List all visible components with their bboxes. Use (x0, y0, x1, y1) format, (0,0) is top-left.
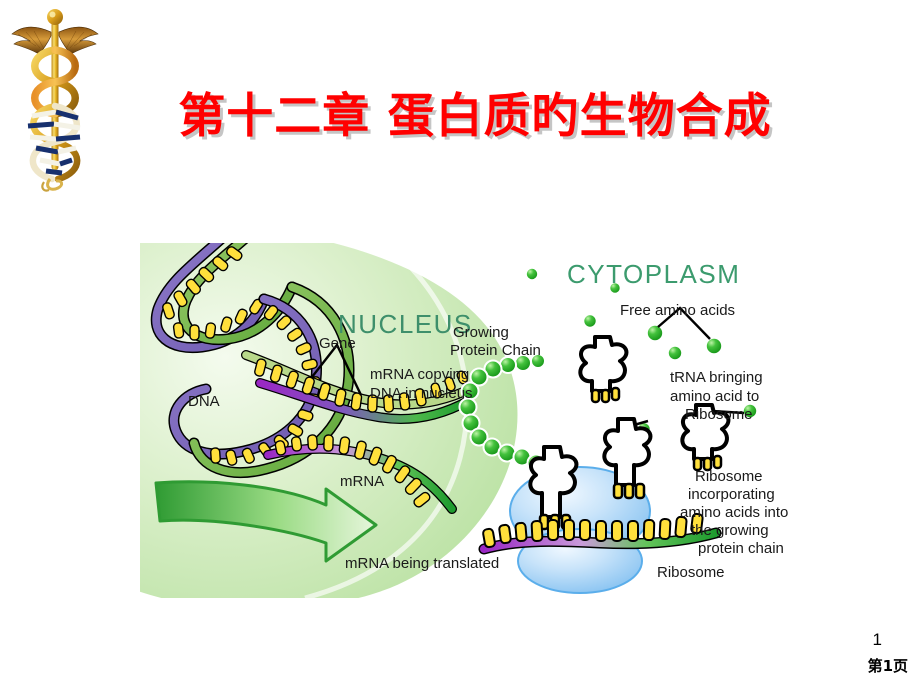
label-ribosome: Ribosome (657, 564, 725, 581)
label-gene: Gene (319, 335, 356, 352)
page-label: 第1页 (867, 657, 908, 675)
mrna-being-copied (241, 350, 475, 424)
protein-synthesis-diagram: NUCLEUS CYTOPLASM DNA Gene mRNA copying … (140, 243, 800, 598)
trna-docked-2 (602, 417, 653, 500)
label-trna-1: tRNA bringing (670, 369, 763, 386)
label-nucleus: NUCLEUS (338, 309, 473, 339)
label-ribosome-inc-2: incorporating (688, 486, 775, 503)
trna-floating-1 (578, 335, 629, 404)
label-mrna-copying-2: DNA in nucleus (370, 385, 473, 402)
caduceus-dna-logo (6, 6, 104, 196)
mrna-being-translated (478, 512, 722, 555)
slide-number: 1 (872, 630, 882, 649)
label-ribosome-inc-4: the growing (691, 522, 769, 539)
transport-arrow (154, 480, 378, 563)
label-growing-chain-1: Growing (453, 324, 509, 341)
label-mrna-translated: mRNA being translated (345, 555, 499, 572)
label-dna: DNA (188, 393, 220, 410)
label-free-amino-acids: Free amino acids (620, 302, 735, 319)
label-trna-2: amino acid to (670, 388, 759, 405)
label-ribosome-inc-3: amino acids into (680, 504, 788, 521)
label-ribosome-inc-5: protein chain (698, 540, 784, 557)
leader-lines (311, 306, 711, 396)
label-growing-chain-2: Protein Chain (450, 342, 541, 359)
label-mrna: mRNA (340, 473, 384, 490)
page-title: 第十二章 蛋白质旳生物合成 (178, 89, 772, 144)
label-ribosome-inc-1: Ribosome (695, 468, 763, 485)
trna-floating-2 (680, 403, 745, 472)
label-cytoplasm: CYTOPLASM (567, 259, 740, 289)
mrna-strand (263, 434, 457, 514)
label-trna-3: Ribosome (685, 406, 753, 423)
dna-helix (150, 243, 355, 478)
label-mrna-copying-1: mRNA copying (370, 366, 469, 383)
